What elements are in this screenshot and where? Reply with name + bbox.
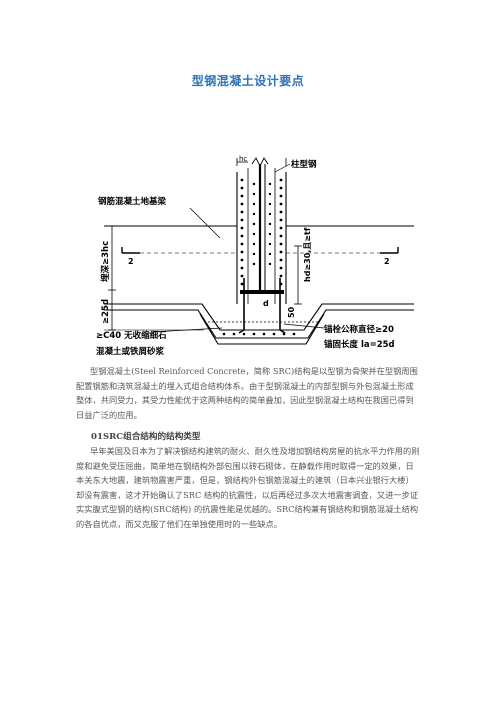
label-section-2-left: 2 — [128, 257, 134, 266]
paragraph-structure-types: 早年美国及日本为了解决钢结构建筑的耐火、耐久性及增加钢结构房屋的抗水平力作用的刚… — [76, 446, 420, 529]
label-anchor-length: 锚固长度 la=25d — [324, 339, 395, 350]
label-c40: ≥C40 无收缩细石 — [96, 330, 167, 341]
label-hd: hd≥30,且≥tf — [303, 227, 312, 282]
label-grout: 混凝土或铁屑砂浆 — [96, 346, 165, 357]
document-title: 型钢混凝土设计要点 — [191, 74, 305, 88]
label-25d-left: ≥25d — [101, 299, 111, 324]
label-section-2-right: 2 — [384, 257, 390, 266]
label-foundation-beam: 钢筋混凝土地基梁 — [98, 196, 167, 207]
src-column-base-diagram: hc 柱型钢 钢筋混凝土地基梁 2 2 — [92, 154, 424, 366]
label-d: d — [263, 299, 269, 308]
label-column-steel: 柱型钢 — [291, 159, 317, 170]
label-bolt-diameter: 锚栓公称直径≥20 — [324, 324, 394, 335]
label-50: 50 — [287, 306, 296, 318]
label-hc: hc — [239, 155, 247, 163]
label-embed-depth: 埋深≥3hc — [100, 241, 111, 282]
paragraph-intro: 型钢混凝土(Steel Reinforced Concrete，简称 SRC)结… — [76, 366, 418, 420]
section-heading: 01SRC组合结构的结构类型 — [91, 432, 201, 442]
